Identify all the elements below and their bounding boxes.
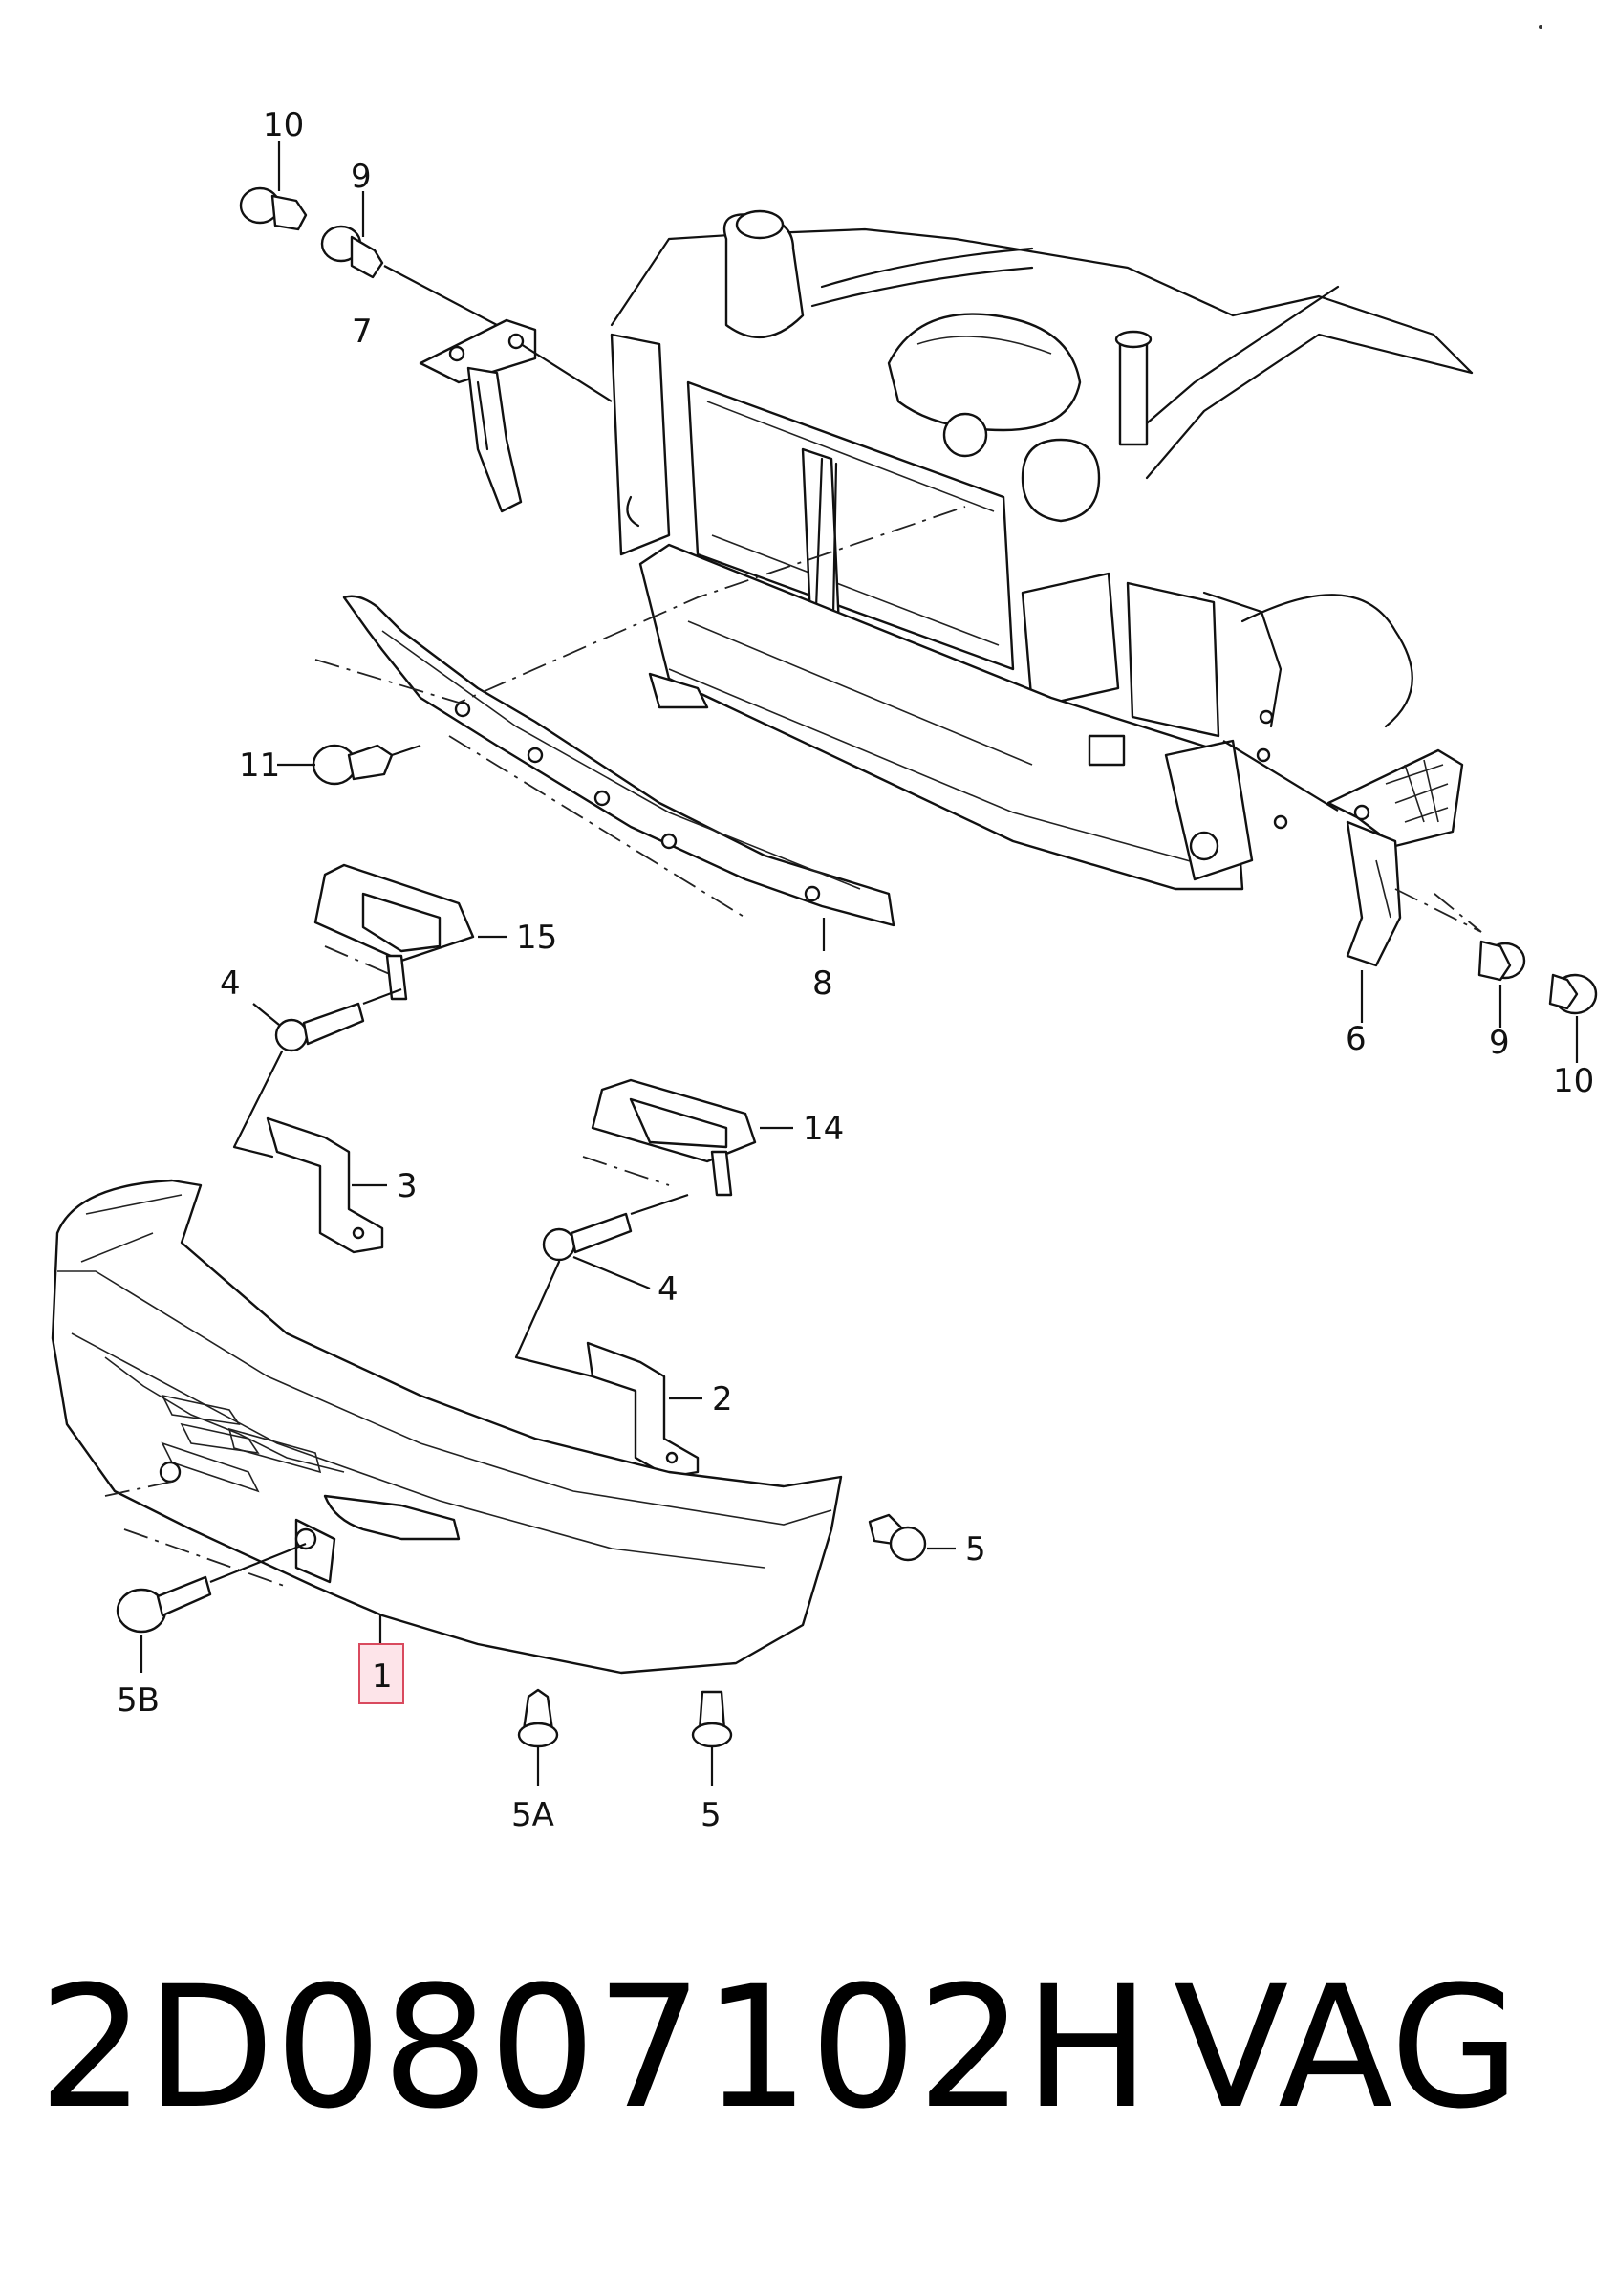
part-9-grommet: [320, 191, 613, 402]
part-5-screw-right: [868, 1513, 956, 1562]
brand-name: VAG: [1174, 1950, 1520, 2146]
callout-6: 6: [1346, 1020, 1367, 1058]
part-7-bracket: [419, 318, 537, 513]
callout-9-right: 9: [1489, 1024, 1510, 1062]
part-1-bumper-cover: [51, 1179, 843, 1704]
part-10-clip: [239, 141, 308, 231]
part-2-bracket: [586, 1341, 702, 1479]
part-4-bolt-lower: [514, 1193, 689, 1378]
parts-diagram: 10 9 7 11 15 8 4 3 14 4 2 6 9 10 5 5B 5A…: [51, 25, 1598, 1834]
part-number: 2D0807102H: [38, 1950, 1151, 2146]
part-1-highlight: [358, 1643, 404, 1704]
callout-4-upper: 4: [220, 964, 241, 1003]
part-15-bracket: [313, 863, 507, 1001]
part-3-bracket: [266, 1116, 387, 1254]
vehicle-front-body: [610, 209, 1474, 891]
corner-dot: [1539, 25, 1542, 29]
part-5-screw-bottom: [691, 1690, 733, 1786]
part-11-clip: [277, 744, 421, 786]
callout-5B: 5B: [117, 1681, 160, 1720]
part-10-right-clip: [1548, 973, 1598, 1063]
callout-8: 8: [812, 964, 833, 1003]
callout-10-top: 10: [263, 106, 304, 144]
callout-15: 15: [516, 919, 557, 957]
part-14-bracket: [582, 1078, 793, 1197]
callout-5-right: 5: [965, 1530, 986, 1569]
part-6-bracket: [1222, 740, 1482, 1023]
callout-3: 3: [397, 1167, 418, 1205]
callout-5A: 5A: [511, 1796, 554, 1834]
callout-2: 2: [712, 1380, 733, 1419]
callout-4-lower: 4: [658, 1270, 679, 1309]
part-8-deflector: [314, 506, 966, 951]
callout-7: 7: [352, 313, 373, 351]
callout-9-top: 9: [351, 158, 372, 196]
callout-5-bottom: 5: [701, 1796, 722, 1834]
callout-10-right: 10: [1553, 1062, 1594, 1100]
callout-14: 14: [803, 1110, 844, 1148]
part-9-right-grommet: [1477, 940, 1526, 1028]
callout-11: 11: [239, 747, 280, 785]
part-5A-screw: [517, 1688, 559, 1786]
part-4-bolt-upper: [232, 987, 402, 1159]
callout-labels: 10 9 7 11 15 8 4 3 14 4 2 6 9 10 5 5B 5A…: [117, 106, 1594, 1834]
part-5B-bolt: [116, 1542, 307, 1673]
callout-1: 1: [372, 1657, 393, 1696]
